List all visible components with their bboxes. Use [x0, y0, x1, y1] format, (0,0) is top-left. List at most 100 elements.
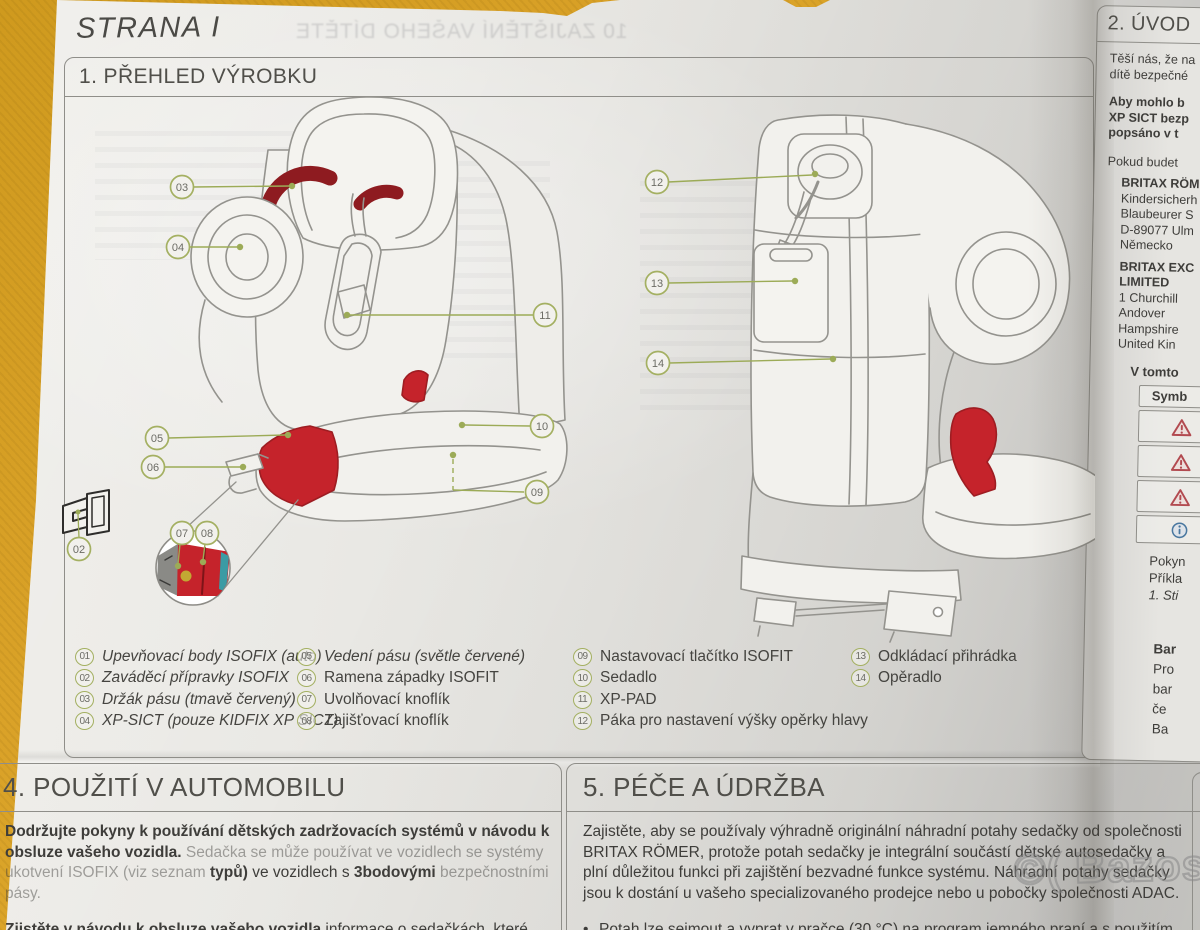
callout-line	[464, 424, 531, 427]
example-line: 1. Sti	[1148, 587, 1179, 603]
callout-dot	[284, 431, 292, 439]
legend-label: Vedení pásu (světle červené)	[324, 647, 526, 665]
lower-left-edge	[747, 472, 754, 569]
text-run: Sedačka se může používat ve vozidlech se…	[5, 843, 544, 882]
callout-circle	[524, 479, 550, 505]
xp-sict-cushion-center	[225, 233, 269, 281]
callout-line	[667, 174, 813, 183]
callout-number: 05	[151, 433, 163, 445]
legend-number-badge: 08	[297, 712, 316, 731]
callout-10: 10	[458, 413, 555, 439]
legend-label: Uvolňovací knoflík	[324, 690, 450, 708]
text-line: če	[1152, 701, 1167, 717]
isofix-guide-icon	[62, 497, 88, 534]
legend-number-badge: 11	[573, 690, 592, 709]
isofit-latch-hook	[228, 453, 269, 494]
headrest	[286, 96, 459, 251]
callout-circle	[644, 169, 670, 195]
callout-dot	[239, 463, 247, 471]
legend-number-badge: 06	[297, 669, 316, 688]
callout-line	[177, 543, 181, 565]
callout-layer: 0102030405060708091011121314	[66, 169, 837, 570]
guide-dot	[75, 509, 81, 515]
icon-callout-lines	[77, 513, 80, 539]
callout-dot	[288, 182, 296, 190]
xp-sict-cushion-ring	[207, 214, 287, 300]
legend-number-badge: 14	[851, 669, 870, 688]
warning-triangle-icon	[1171, 418, 1192, 436]
isofix-connector-left	[753, 597, 797, 627]
symbols-table: Symb	[1135, 384, 1200, 547]
legend-label: Držák pásu (tmavě červený)	[102, 690, 296, 708]
section-care-maintenance: 5. PÉČE A ÚDRŽBA Zajistěte, aby se použí…	[566, 763, 1200, 930]
callout-circle	[169, 520, 195, 546]
callout-circle	[165, 234, 191, 260]
legend-number-badge: 04	[75, 712, 94, 731]
text-line: bar	[1152, 681, 1173, 697]
rear-divide-line	[754, 229, 925, 239]
dark-red-belt-guide	[353, 184, 404, 211]
xp-pad-buckle	[337, 284, 371, 319]
adjacent-page-next-box-edge	[1192, 772, 1200, 930]
symbols-table-row-warning	[1137, 409, 1200, 446]
xp-pad-strap	[350, 193, 367, 237]
callout-02: 02	[66, 536, 92, 562]
legend-item-14: 14 Opěradlo	[851, 668, 1017, 690]
text-line: Blaubeurer S	[1120, 206, 1194, 223]
text-run: Dodržujte pokyny k používání dětských za…	[5, 823, 550, 861]
text-line: Příkla	[1148, 570, 1183, 586]
text-run: 3bodovými	[353, 864, 436, 881]
manufacturer-name: BRITAX RÖM	[1121, 175, 1200, 192]
callout-14: 14	[645, 350, 837, 376]
bazos-watermark: ©( Bazos.sk	[1012, 839, 1200, 896]
legend-number-badge: 09	[573, 647, 592, 666]
callout-06: 06	[140, 454, 247, 480]
headrest-adjuster-opening	[797, 144, 863, 200]
section5-bullet-text: Potah lze sejmout a vyprat v pračce (30 …	[599, 920, 1173, 930]
callout-circle	[532, 302, 558, 328]
callout-number: 11	[539, 310, 550, 322]
callout-dot	[449, 451, 457, 459]
callout-circle	[529, 413, 555, 439]
backrest-divide	[753, 349, 926, 359]
warning-triangle-icon	[1170, 488, 1190, 506]
text-line: popsáno v t	[1108, 125, 1179, 141]
callout-circle	[144, 425, 170, 451]
warning-triangle-icon	[1170, 453, 1191, 471]
symbols-table-row-warning	[1136, 479, 1200, 516]
xp-pad	[324, 233, 382, 351]
seat-back-shell	[439, 129, 566, 431]
callout-line	[667, 280, 793, 284]
adjuster-lever	[794, 180, 820, 220]
storage-handle	[769, 248, 813, 262]
callout-circle	[194, 520, 220, 546]
legend-label: Zajišťovací knoflík	[324, 712, 449, 730]
legend-label: Zaváděcí přípravky ISOFIX	[102, 669, 289, 687]
callout-number: 07	[176, 528, 188, 540]
legend-label: Opěradlo	[878, 669, 942, 687]
legend-label: Nastavovací tlačítko ISOFIT	[600, 647, 793, 665]
red-junction-accent	[401, 370, 429, 403]
colors-title: Bar	[1153, 641, 1177, 657]
callout-dot	[174, 562, 182, 570]
armrest-line	[198, 299, 223, 403]
callout-number: 09	[531, 487, 543, 499]
base-plate	[740, 555, 962, 604]
headrest-adjuster-handle	[811, 153, 849, 179]
section1-title: 1. PŘEHLED VÝROBKU	[65, 58, 1093, 97]
section5-bullet: • Potah lze sejmout a vyprat v pračce (3…	[583, 920, 1189, 930]
